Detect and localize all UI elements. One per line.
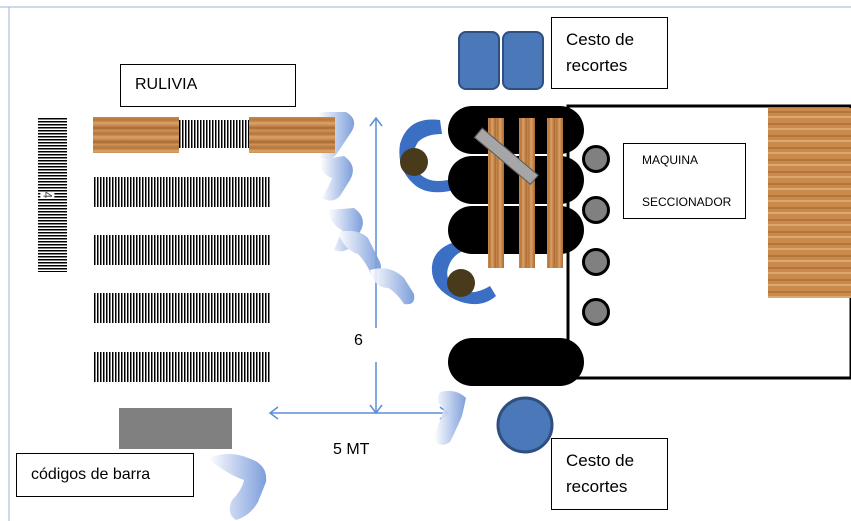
scrap-cart-left (458, 31, 500, 90)
worker-figure-bottom (431, 240, 496, 305)
dimension-vertical-label: 6 (354, 332, 363, 349)
machine-label-box: MAQUINA SECCIONADOR (623, 143, 746, 219)
roller-conveyor-1 (94, 177, 271, 207)
barcode-label-box: códigos de barra (16, 453, 194, 497)
roller-conveyor-2 (94, 235, 271, 265)
machine-label-seccionador: SECCIONADOR (642, 195, 732, 209)
feed-roller-3 (448, 206, 584, 254)
wood-panel-left (93, 117, 179, 153)
feed-roller-1 (448, 106, 584, 154)
barcode-printer-block (119, 408, 232, 449)
barcode-label: códigos de barra (31, 466, 151, 483)
machine-button-2 (582, 196, 610, 224)
machine-wood-board (768, 108, 851, 298)
roller-conveyor-4 (94, 352, 271, 382)
roller-conveyor-3 (94, 293, 271, 323)
scrap-cart-right (502, 31, 544, 90)
scrap-basket-label-top: Cesto de recortes (566, 30, 635, 75)
roller-number-label: 4 (40, 191, 55, 199)
dimension-horizontal-label: 5 MT (333, 441, 370, 458)
worker-figure-top (399, 119, 454, 193)
horizontal-dimension-arrow (268, 406, 450, 420)
scrap-basket-round (496, 396, 554, 454)
rulivia-label-box: RULIVIA (120, 64, 296, 107)
scrap-basket-label-bottom: Cesto de recortes (566, 451, 635, 496)
wood-panel-right (249, 117, 335, 153)
roller-top-middle (179, 120, 249, 148)
scrap-basket-label-box-bottom: Cesto de recortes (551, 438, 668, 510)
scrap-basket-label-box-top: Cesto de recortes (551, 17, 668, 89)
machine-button-1 (582, 145, 610, 173)
wood-strip-2 (519, 118, 535, 268)
machine-button-4 (582, 298, 610, 326)
machine-label-maquina: MAQUINA (642, 153, 699, 167)
wood-strip-3 (547, 118, 563, 268)
rulivia-label: RULIVIA (135, 76, 198, 93)
machine-button-3 (582, 248, 610, 276)
feed-roller-4 (448, 338, 584, 386)
